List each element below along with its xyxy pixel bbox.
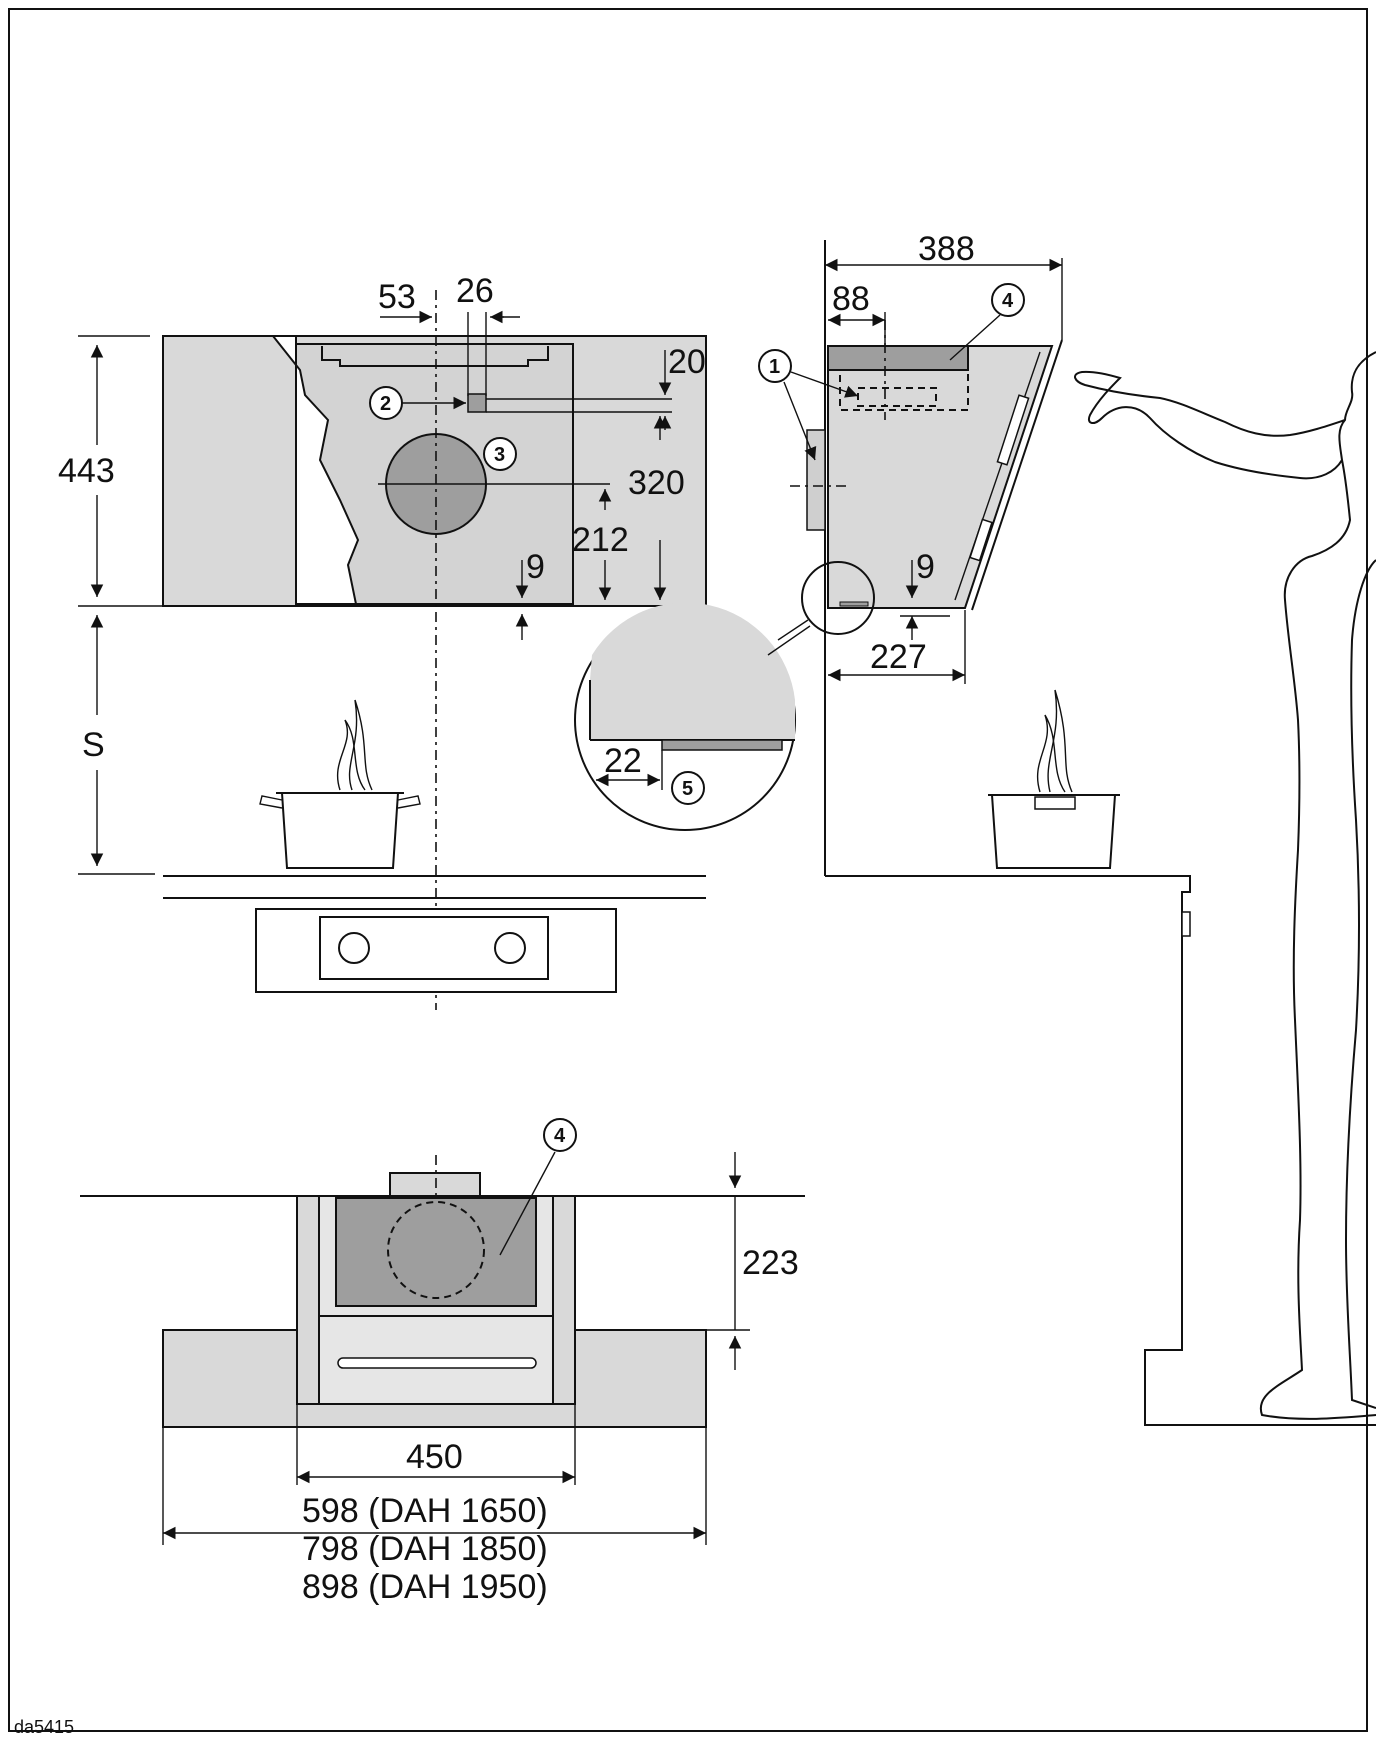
dim-20: 20 xyxy=(668,343,706,381)
callout-5: 5 xyxy=(682,778,693,800)
dim-223: 223 xyxy=(742,1244,799,1282)
dim-598: 598 (DAH 1650) xyxy=(302,1492,548,1530)
dim-88: 88 xyxy=(832,280,870,318)
front-cutaway xyxy=(270,335,360,605)
callout-4-side: 4 xyxy=(1002,290,1014,312)
side-hood-body xyxy=(827,345,1054,609)
dim-9-side: 9 xyxy=(916,548,935,586)
dim-388: 388 xyxy=(918,230,975,268)
detail-view: 22 5 xyxy=(574,602,796,831)
callout-4-top: 4 xyxy=(554,1125,566,1147)
electrical-connection xyxy=(467,393,487,413)
top-view: 4 223 450 598 (DAH 1650) 798 (DAH 1850) … xyxy=(80,1118,805,1606)
dim-898: 898 (DAH 1950) xyxy=(302,1568,548,1606)
dim-212: 212 xyxy=(572,521,629,559)
dim-s: S xyxy=(82,726,105,764)
front-pot xyxy=(280,792,400,869)
callout-3: 3 xyxy=(494,444,505,466)
dim-320: 320 xyxy=(628,464,685,502)
dim-450: 450 xyxy=(406,1438,463,1476)
dim-798: 798 (DAH 1850) xyxy=(302,1530,548,1568)
dim-26: 26 xyxy=(456,272,494,310)
callout-1: 1 xyxy=(769,356,780,378)
dim-53: 53 xyxy=(378,278,416,316)
top-filter xyxy=(335,1197,537,1307)
dim-227: 227 xyxy=(870,638,927,676)
person-figure xyxy=(1074,351,1376,1420)
dim-9-front: 9 xyxy=(526,548,545,586)
dim-22: 22 xyxy=(604,742,642,780)
drawing-code: da5415 xyxy=(14,1717,74,1737)
side-view: 388 88 4 1 9 227 xyxy=(574,230,1376,1426)
dim-443: 443 xyxy=(58,452,115,490)
front-view: 443 S 53 26 20 320 212 9 2 3 xyxy=(58,272,707,1010)
callout-2: 2 xyxy=(380,393,391,415)
side-counter xyxy=(825,875,1376,1426)
drawing-frame xyxy=(8,8,1368,1732)
